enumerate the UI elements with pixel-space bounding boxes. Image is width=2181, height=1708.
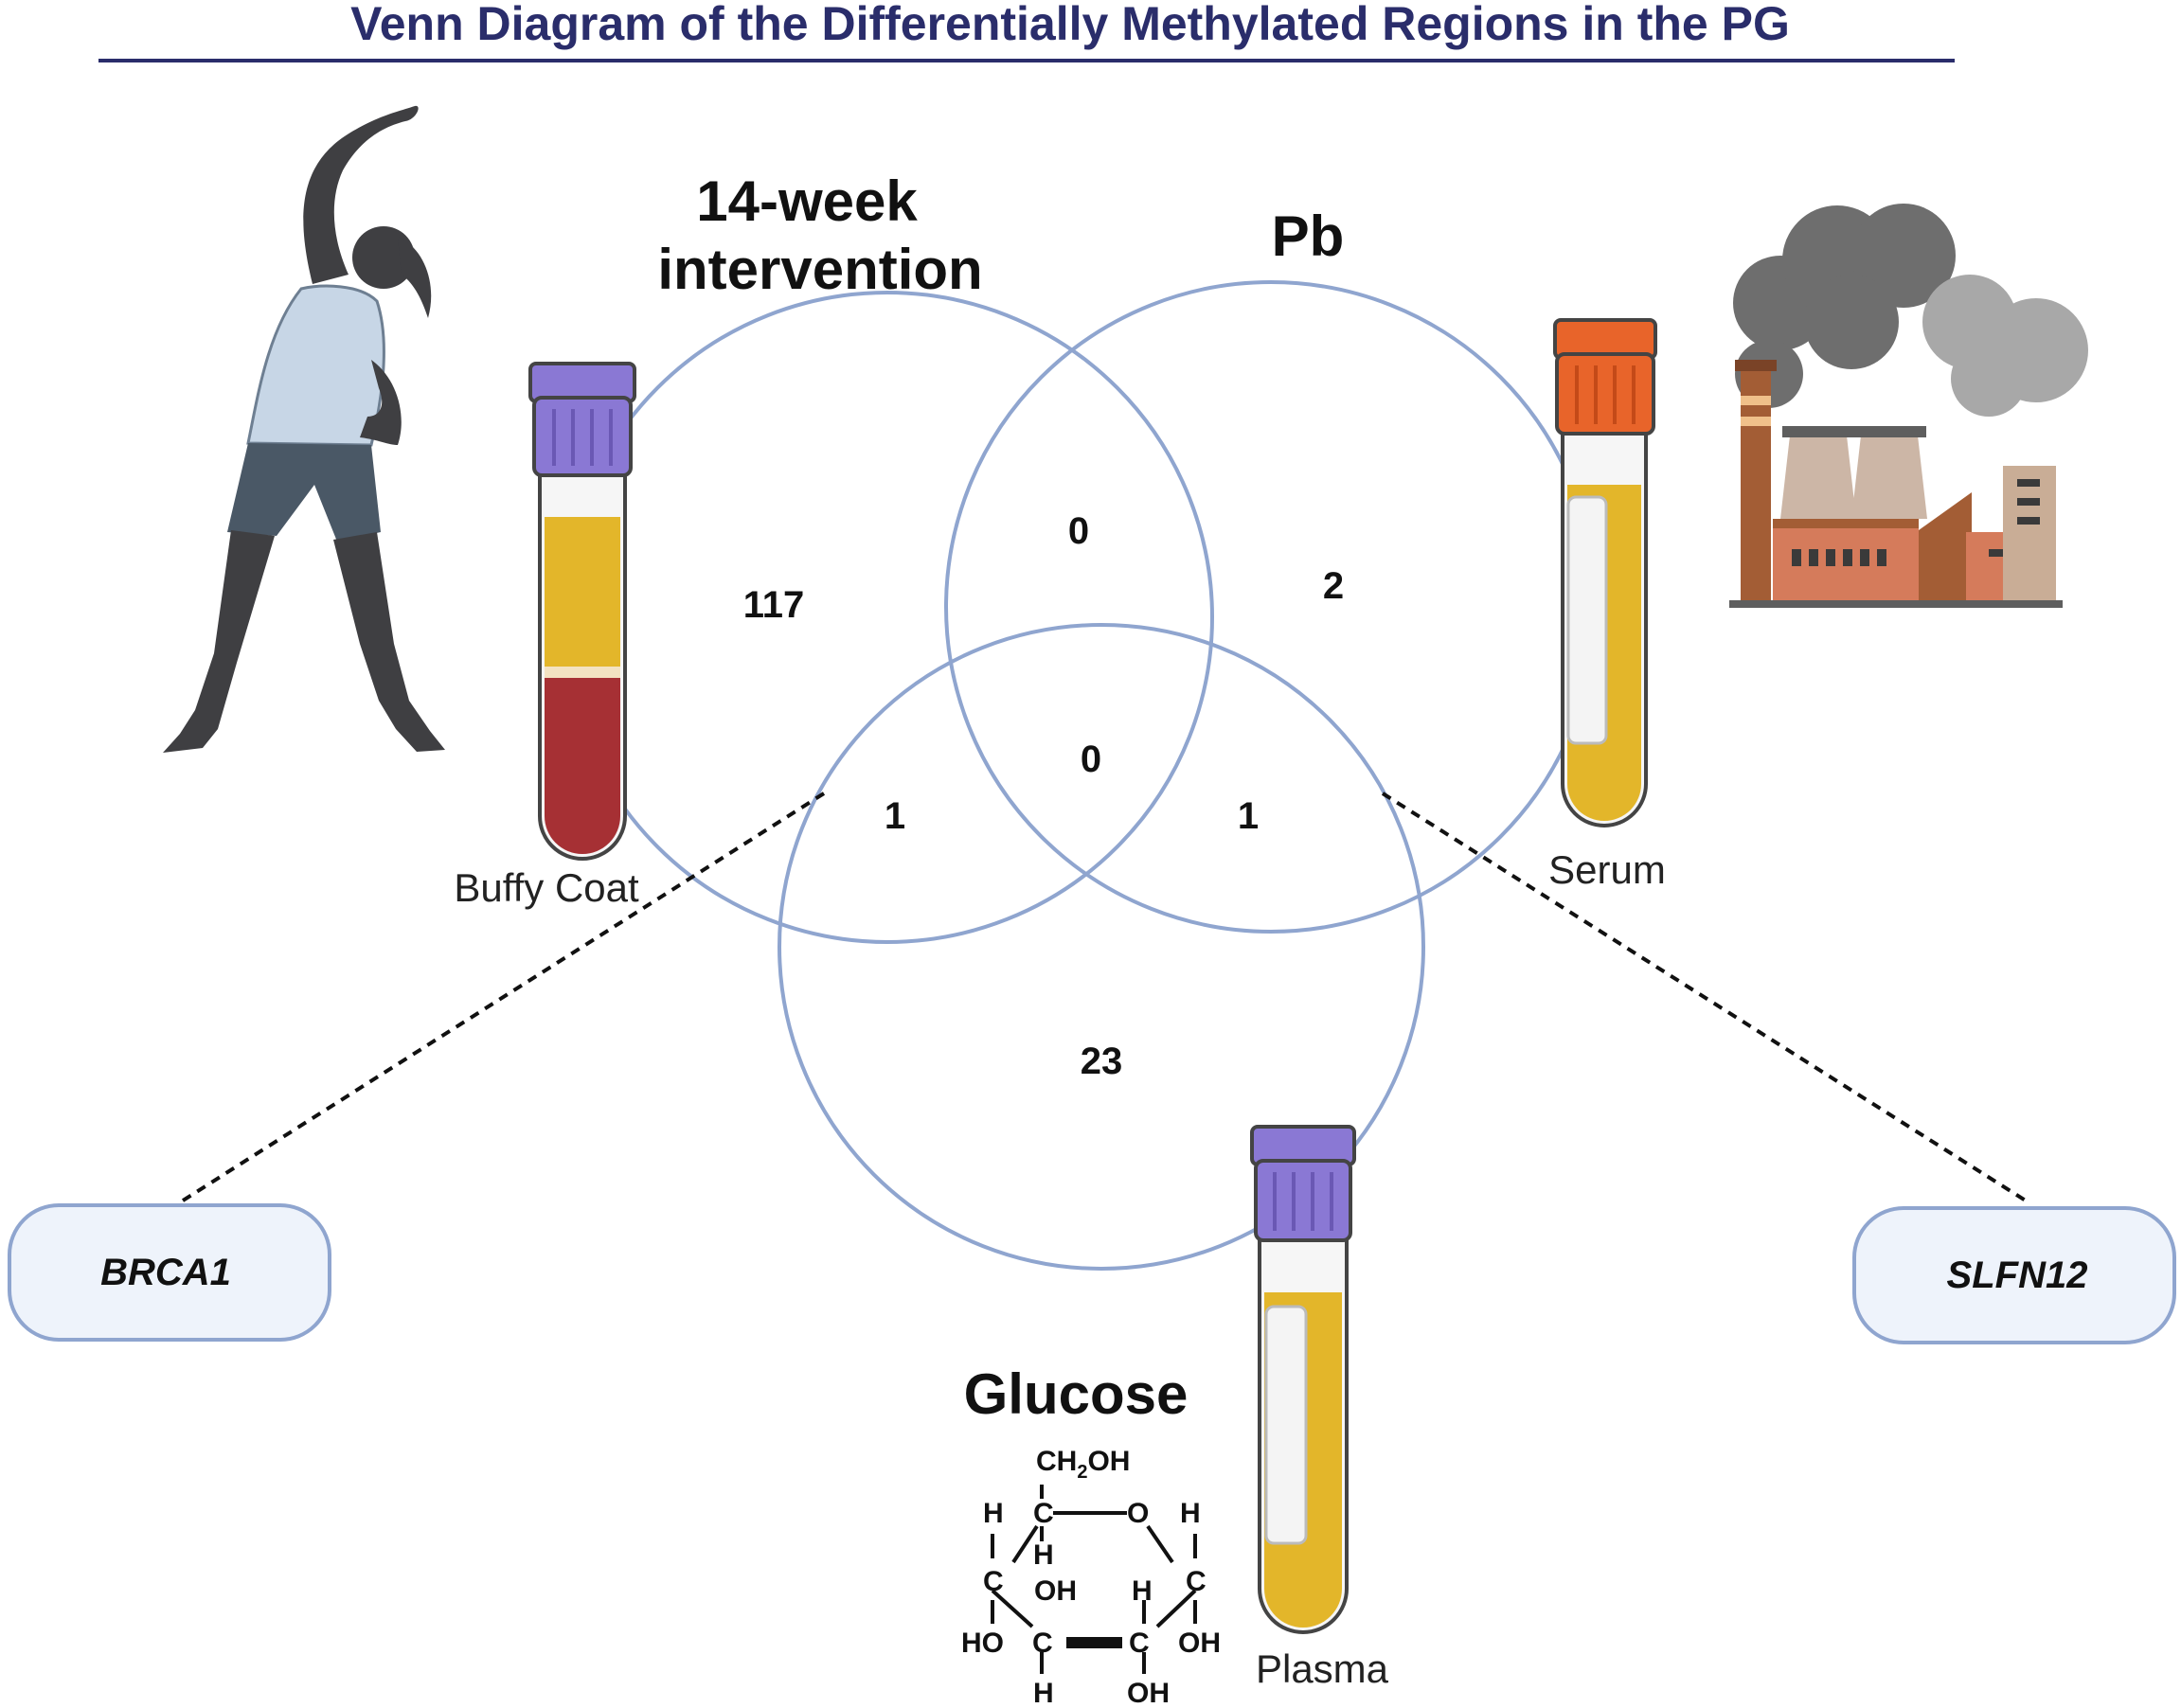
set-label-intervention-line1: 14-week: [696, 169, 918, 233]
chem-oh-right: OH: [1178, 1628, 1221, 1659]
set-label-glucose: Glucose: [964, 1362, 1189, 1426]
connector-brca1: [178, 792, 826, 1204]
chem-ch2oh-sub: 2: [1077, 1462, 1087, 1483]
chem-o-ring: O: [1127, 1498, 1149, 1529]
chem-c-left: C: [983, 1566, 1004, 1597]
chem-ho-left: HO: [961, 1628, 1004, 1659]
plasma-tube-icon: [1250, 1125, 1356, 1634]
venn-circles: [561, 280, 1598, 1271]
set-label-pb: Pb: [1272, 205, 1345, 268]
chem-h-bottom: H: [1033, 1678, 1054, 1708]
tube-label-plasma: Plasma: [1256, 1646, 1389, 1691]
figure-title: Venn Diagram of the Differentially Methy…: [350, 0, 1790, 50]
gene-label-brca1: BRCA1: [100, 1252, 231, 1293]
factory-icon: [1729, 204, 2088, 608]
connector-slfn12: [1381, 792, 2030, 1204]
gene-box-brca1: BRCA1: [8, 1203, 331, 1342]
count-glucose-only: 23: [1081, 1041, 1123, 1082]
count-pb-only: 2: [1323, 565, 1344, 607]
tube-label-buffy-coat: Buffy Coat: [454, 865, 639, 910]
serum-tube-icon: [1553, 318, 1657, 827]
gene-label-slfn12: SLFN12: [1947, 1254, 2088, 1296]
glucose-structure-icon: [991, 1485, 1197, 1674]
chem-c1: C: [1033, 1498, 1054, 1529]
chem-c-bottom-left: C: [1032, 1628, 1053, 1659]
chem-oh-bottom: OH: [1127, 1678, 1170, 1708]
glucose-structure-labels: CH2OH C O H H H C C OH H HO C C OH H OH: [961, 1446, 1221, 1708]
chem-ch2oh-oh: OH: [1087, 1446, 1130, 1477]
chem-h-under-c1: H: [1033, 1539, 1054, 1571]
exercising-person-icon: [163, 105, 445, 753]
count-intervention-only: 117: [743, 584, 805, 626]
chem-oh-mid: OH: [1034, 1575, 1077, 1607]
tube-label-serum: Serum: [1548, 847, 1666, 892]
circle-intervention: [561, 291, 1214, 944]
chem-c-right: C: [1186, 1566, 1207, 1597]
chem-ch2oh-ch: CH: [1036, 1446, 1077, 1477]
circle-glucose: [778, 623, 1425, 1271]
svg-text:CH2OH: CH2OH: [1036, 1446, 1130, 1483]
count-intervention-pb: 0: [1068, 510, 1089, 552]
gene-box-slfn12: SLFN12: [1852, 1206, 2176, 1344]
chem-h-top-right: H: [1180, 1498, 1201, 1529]
count-all-three: 0: [1081, 738, 1101, 780]
buffy-coat-tube-icon: [528, 362, 636, 861]
chem-h-top-left: H: [983, 1498, 1004, 1529]
circle-pb: [944, 280, 1598, 934]
count-pb-glucose: 1: [1238, 795, 1259, 837]
chem-h-mid: H: [1132, 1575, 1153, 1607]
set-label-intervention-line2: intervention: [657, 238, 982, 301]
count-intervention-glucose: 1: [885, 795, 905, 837]
chem-c-bottom-right: C: [1129, 1628, 1150, 1659]
